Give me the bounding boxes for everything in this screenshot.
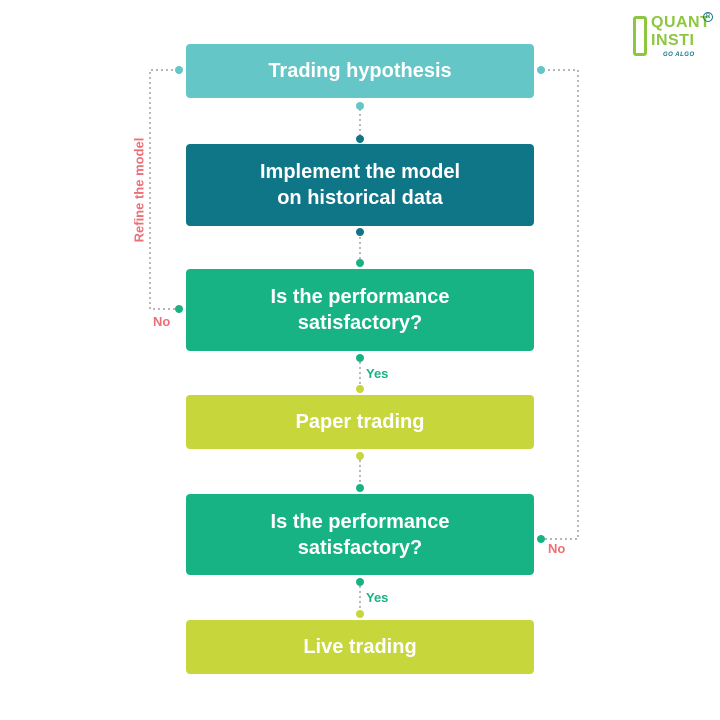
dot-3-bottom: [356, 354, 364, 362]
step-performance-check-2-line2: satisfactory?: [297, 536, 423, 559]
logo-line1: QUANT: [651, 14, 711, 31]
dot-1-right: [537, 66, 545, 74]
step-implement-model-line2: on historical data: [277, 187, 443, 209]
refine-model-label: Refine the model: [131, 137, 147, 243]
step-implement-model: Implement the model on historical data: [186, 144, 534, 226]
dot-4-bottom: [356, 452, 364, 460]
logo-mark-icon: [633, 16, 647, 56]
step-paper-trading: Paper trading: [186, 395, 534, 449]
step-performance-check-2: Is the performance satisfactory?: [186, 494, 534, 575]
logo-tagline: GO ALGO: [663, 52, 695, 58]
dot-3-top: [356, 259, 364, 267]
step-live-trading-label: Live trading: [303, 636, 417, 658]
refine-loop-line: [149, 69, 180, 310]
step-trading-hypothesis-label: Trading hypothesis: [268, 60, 452, 82]
dot-3-left: [175, 305, 183, 313]
step-paper-trading-label: Paper trading: [295, 411, 425, 433]
step-performance-check-1-line1: Is the performance: [270, 286, 450, 308]
dot-4-top: [356, 385, 364, 393]
dot-2-bottom: [356, 228, 364, 236]
quantinsti-logo: QUANT INSTI GO ALGO R: [633, 10, 713, 66]
dot-1-bottom: [356, 102, 364, 110]
step-performance-check-1-line2: satisfactory?: [297, 312, 423, 334]
step-performance-check-1: Is the performance satisfactory?: [186, 269, 534, 351]
registered-icon: R: [703, 12, 713, 22]
dot-5-top: [356, 484, 364, 492]
dot-2-top: [356, 135, 364, 143]
step-performance-check-2-line1: Is the performance: [270, 510, 450, 533]
dot-5-bottom: [356, 578, 364, 586]
no-label-right: No: [548, 541, 566, 556]
no-right-loop-line: [540, 69, 579, 540]
dot-6-top: [356, 610, 364, 618]
no-label-left: No: [153, 314, 171, 329]
step-live-trading: Live trading: [186, 620, 534, 674]
dot-5-right: [537, 535, 545, 543]
step-implement-model-line1: Implement the model: [259, 161, 461, 183]
yes-label-2: Yes: [366, 590, 389, 605]
yes-label-1: Yes: [366, 366, 389, 381]
step-trading-hypothesis: Trading hypothesis: [186, 44, 534, 98]
dot-1-left: [175, 66, 183, 74]
logo-line2: INSTI: [651, 32, 695, 49]
